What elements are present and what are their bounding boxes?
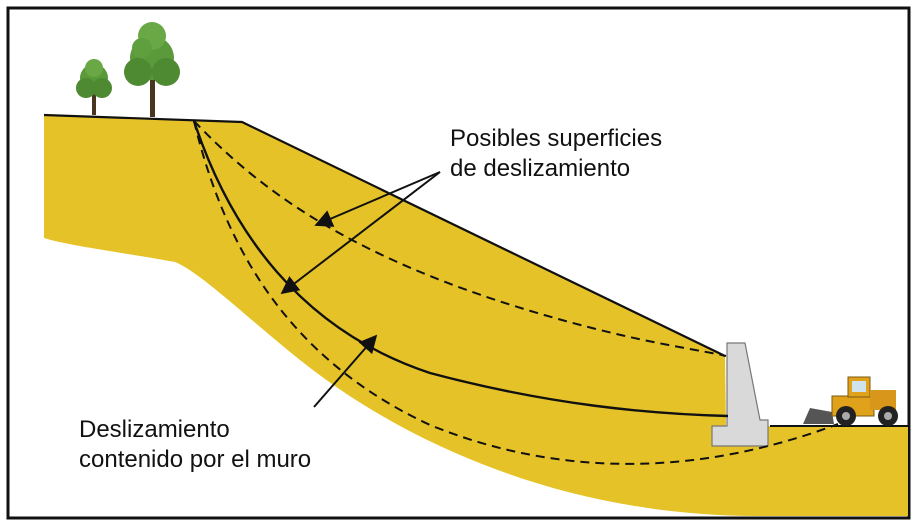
- arrow-to-contained-slide: [313, 334, 378, 408]
- label-contained-slide-line2: contenido por el muro: [79, 446, 311, 473]
- tree-large-icon: [124, 22, 180, 117]
- label-possible-surfaces-line1: Posibles superficies: [450, 125, 662, 152]
- slip-surface-deep-dashed: [193, 120, 839, 465]
- label-possible-surfaces-line2: de deslizamiento: [450, 155, 630, 182]
- wheel-loader-icon: [803, 376, 898, 426]
- retaining-wall: [711, 342, 769, 447]
- arrow-to-upper-surface: [314, 171, 441, 227]
- ground-surface-line: [43, 113, 726, 357]
- label-contained-slide-line1: Deslizamiento: [79, 416, 230, 443]
- slip-surface-contained-solid: [192, 120, 729, 418]
- slip-surface-upper-dashed: [193, 120, 727, 357]
- arrow-to-middle-surface: [280, 171, 441, 295]
- tree-small-icon: [76, 59, 112, 115]
